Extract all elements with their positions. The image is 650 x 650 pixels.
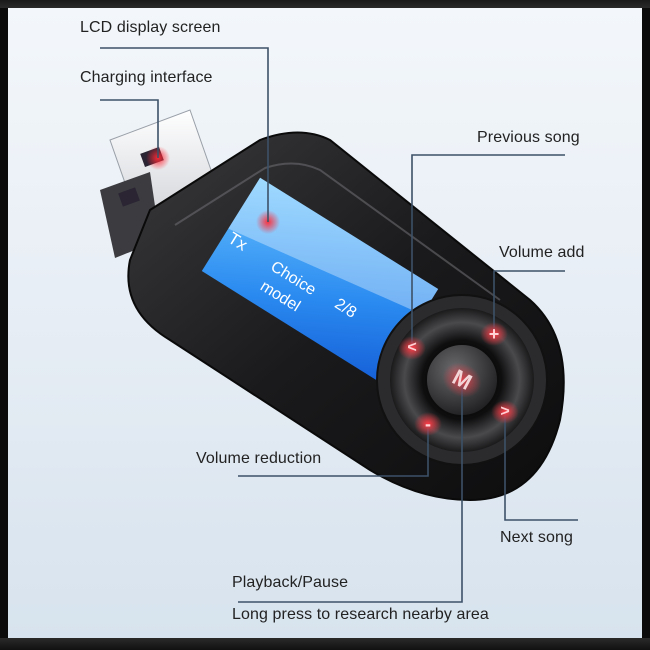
callout-line-next	[504, 410, 578, 521]
m-icon: M	[448, 364, 477, 395]
plus-icon: +	[488, 324, 500, 344]
callout-line-volume-reduction	[238, 425, 429, 477]
next-icon: >	[500, 403, 510, 420]
callout-line-lcd	[100, 47, 269, 222]
minus-icon: -	[425, 414, 431, 434]
label-previous-song: Previous song	[477, 129, 580, 146]
callout-line-playback	[238, 385, 463, 603]
callout-line-previous	[411, 154, 565, 348]
callout-line-charging	[100, 99, 159, 158]
label-charging-interface: Charging interface	[80, 69, 213, 86]
volume-add-button[interactable]: +	[480, 322, 508, 346]
top-frame-bar	[0, 0, 650, 8]
previous-icon: <	[407, 339, 417, 356]
label-volume-reduction: Volume reduction	[196, 450, 322, 467]
next-song-button[interactable]: >	[491, 400, 519, 424]
callout-line-volume-add	[493, 270, 565, 333]
previous-song-button[interactable]: <	[398, 336, 426, 360]
label-lcd-display-screen: LCD display screen	[80, 19, 221, 36]
label-volume-add: Volume add	[499, 244, 585, 261]
label-playback-pause: Playback/Pause	[232, 574, 349, 591]
bottom-frame-bar	[0, 638, 650, 650]
volume-reduction-button[interactable]: -	[414, 412, 442, 436]
label-next-song: Next song	[500, 529, 573, 546]
label-long-press: Long press to research nearby area	[232, 606, 489, 623]
callout-lines	[100, 47, 578, 603]
